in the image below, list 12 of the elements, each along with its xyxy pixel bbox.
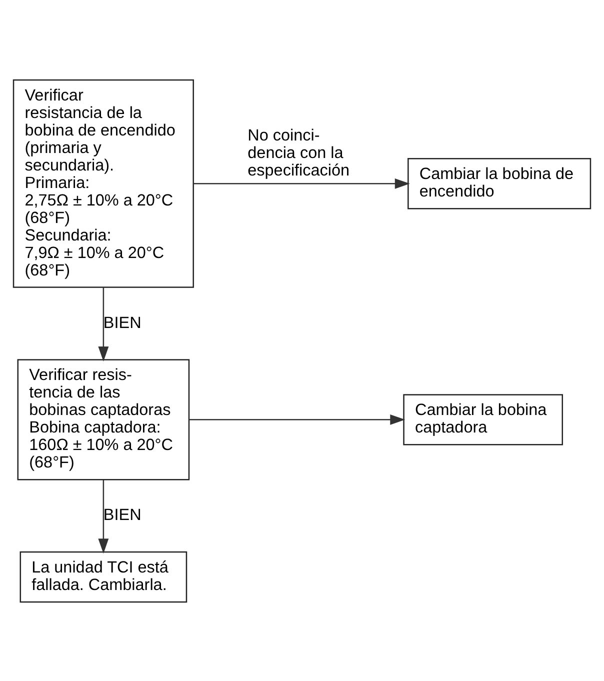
- node-box: Verificar resistancia de la bobina de encendido (primaria y secundaria). Primaria: 2,75Ω ± 10% a 20°C (68°F) Secundaria: 7,9Ω ± 10% a 20°C (68°F): [12, 78, 194, 288]
- arrow: [194, 178, 410, 188]
- arrow: [98, 286, 109, 362]
- edge-label: No coinci- dencia con la especificación: [248, 126, 350, 179]
- arrow: [189, 414, 406, 424]
- node-box: Cambiar la bobina captadora: [403, 394, 563, 445]
- node-box: La unidad TCI está fallada. Cambiarla.: [20, 550, 188, 602]
- arrow: [98, 479, 109, 554]
- edge-label: BIEN: [103, 313, 142, 332]
- edge-label: BIEN: [103, 506, 142, 524]
- node-box: Verificar resis- tencia de las bobinas captadoras Bobina captadora: 160Ω ± 10% a 20°C (68°F): [17, 358, 190, 480]
- node-box: Cambiar la bobina de encendido: [408, 158, 592, 209]
